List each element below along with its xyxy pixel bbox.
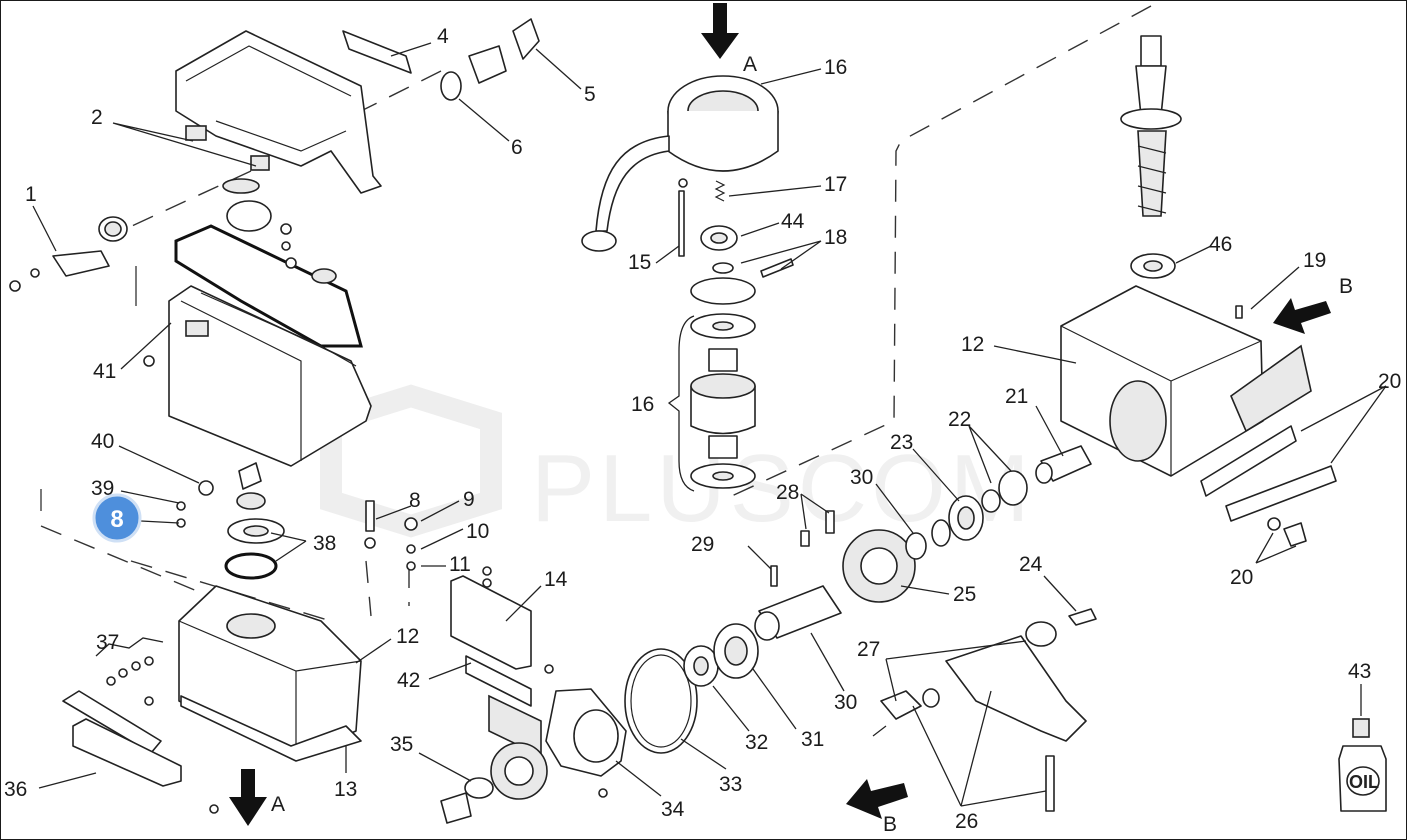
callout-15: 15 bbox=[628, 251, 651, 274]
callout-4: 4 bbox=[437, 25, 449, 48]
callout-42: 42 bbox=[397, 669, 420, 692]
callout-14: 14 bbox=[544, 568, 568, 591]
parts-4-5-6 bbox=[342, 18, 540, 101]
callout-11: 11 bbox=[449, 553, 471, 576]
label-a-bottom: A bbox=[271, 793, 285, 816]
callout-25: 25 bbox=[953, 583, 976, 606]
gearbox-housing-right bbox=[1060, 285, 1337, 547]
gear-housing-lower bbox=[62, 585, 362, 814]
direction-arrows: A B A B bbox=[229, 3, 1353, 836]
callout-46: 46 bbox=[1209, 233, 1232, 256]
callout-33: 33 bbox=[719, 773, 742, 796]
callout-27: 27 bbox=[857, 638, 880, 661]
cover bbox=[175, 30, 382, 194]
callout-22: 22 bbox=[948, 408, 971, 431]
callout-12b: 12 bbox=[396, 625, 419, 648]
callout-40: 40 bbox=[91, 430, 114, 453]
callout-26: 26 bbox=[955, 810, 978, 833]
callout-44: 44 bbox=[781, 210, 805, 233]
callout-31: 31 bbox=[801, 728, 824, 751]
callout-24: 24 bbox=[1019, 553, 1043, 576]
callout-18: 18 bbox=[824, 226, 847, 249]
callout-20a: 20 bbox=[1378, 370, 1401, 393]
output-shaft-group bbox=[754, 445, 1092, 641]
callout-37: 37 bbox=[96, 631, 119, 654]
callout-34: 34 bbox=[661, 798, 685, 821]
callout-8: 8 bbox=[409, 489, 421, 512]
gear-train-lower bbox=[440, 623, 759, 824]
callout-28: 28 bbox=[776, 481, 799, 504]
callout-30b: 30 bbox=[834, 691, 857, 714]
arrow-b-right bbox=[1273, 298, 1331, 334]
watermark: PLUSCOM bbox=[320, 384, 1030, 542]
callout-10: 10 bbox=[466, 520, 489, 543]
callout-13: 13 bbox=[334, 778, 357, 801]
seal-plug-parts bbox=[176, 462, 285, 580]
callout-16a: 16 bbox=[824, 56, 847, 79]
callout-32: 32 bbox=[745, 731, 768, 754]
callout-30a: 30 bbox=[850, 466, 873, 489]
callout-16b: 16 bbox=[631, 393, 654, 416]
arrow-a-bottom bbox=[229, 769, 267, 826]
callout-2: 2 bbox=[91, 106, 103, 129]
callout-20b: 20 bbox=[1230, 566, 1253, 589]
callout-29: 29 bbox=[691, 533, 714, 556]
battery-box bbox=[168, 178, 372, 467]
callout-39: 39 bbox=[91, 477, 114, 500]
arrow-b-bottom bbox=[846, 779, 908, 819]
step-badge: 8 bbox=[92, 493, 142, 543]
callout-numbers: 1 2 4 5 6 16 17 44 18 15 16 46 19 12 20 … bbox=[4, 25, 1401, 833]
small-parts-left bbox=[9, 216, 337, 511]
worm-shaft bbox=[1120, 35, 1243, 319]
label-b-right: B bbox=[1339, 275, 1353, 298]
callout-43: 43 bbox=[1348, 660, 1371, 683]
oil-label: OIL bbox=[1349, 772, 1379, 792]
callout-23: 23 bbox=[890, 431, 913, 454]
motor-stack bbox=[581, 75, 794, 492]
callout-38: 38 bbox=[313, 532, 336, 555]
callout-12a: 12 bbox=[961, 333, 984, 356]
arrow-a-top bbox=[701, 3, 739, 59]
callout-19: 19 bbox=[1303, 249, 1326, 272]
step-badge-number: 8 bbox=[110, 506, 123, 533]
callout-35: 35 bbox=[390, 733, 413, 756]
callout-36: 36 bbox=[4, 778, 27, 801]
callout-21: 21 bbox=[1005, 385, 1028, 408]
callout-9: 9 bbox=[463, 488, 475, 511]
callout-5: 5 bbox=[584, 83, 596, 106]
label-a-top: A bbox=[743, 53, 757, 76]
label-b-bottom: B bbox=[883, 813, 897, 836]
callout-6: 6 bbox=[511, 136, 523, 159]
callout-1: 1 bbox=[25, 183, 37, 206]
parts-8-14 bbox=[364, 500, 554, 758]
oil-bottle: OIL bbox=[1338, 718, 1387, 812]
callout-17: 17 bbox=[824, 173, 847, 196]
callout-41: 41 bbox=[93, 360, 116, 383]
leader-lines bbox=[32, 42, 1387, 807]
lever-arm bbox=[872, 608, 1097, 812]
